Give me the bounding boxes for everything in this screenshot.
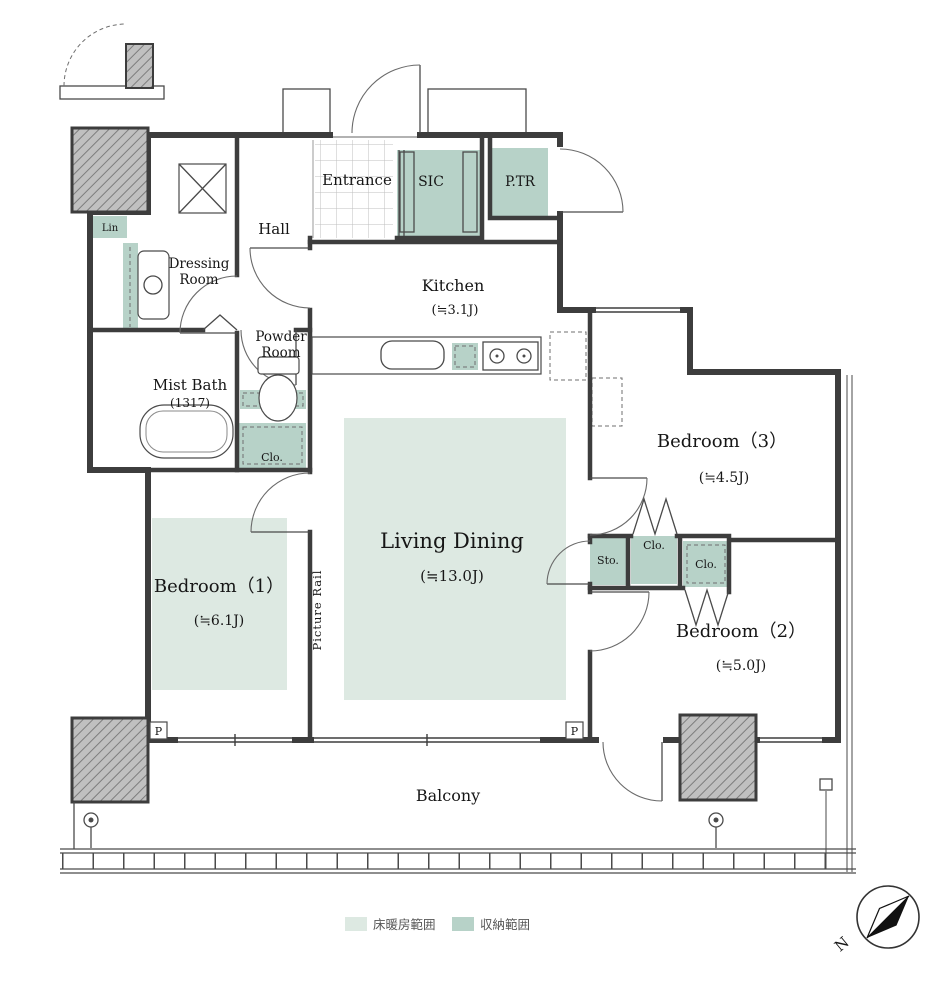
sic-area xyxy=(397,150,480,236)
column-bottom-left xyxy=(70,716,150,804)
ptr-label: P.TR xyxy=(505,174,536,190)
kitchen-storage-area xyxy=(452,343,478,370)
storage-living-label: Sto. xyxy=(597,554,619,567)
legend-floor-heating-swatch xyxy=(345,917,367,931)
bedroom3-door xyxy=(589,477,648,536)
balcony-drain-left xyxy=(83,812,99,848)
legend-floor-heating-label: 床暖房範囲 xyxy=(373,917,436,932)
entrance-label: Entrance xyxy=(322,171,392,189)
balcony-drain-right xyxy=(708,812,724,848)
pipe-space-left-label: P xyxy=(155,725,163,738)
picture-rail-label: Picture Rail xyxy=(310,570,324,651)
dashed-details xyxy=(129,247,726,584)
bedroom3-label: Bedroom（3） xyxy=(657,431,787,452)
bedroom1-size: (≒6.1J) xyxy=(194,613,245,629)
washer-icon xyxy=(178,163,227,214)
closet-hall-label: Clo. xyxy=(261,451,283,464)
closet-bedroom3-bifold-door xyxy=(632,496,678,537)
closet-hall-area xyxy=(239,423,306,468)
pipe-space-right-label: P xyxy=(571,725,579,738)
closet-bedroom2-bifold-door xyxy=(684,587,730,628)
entrance-door xyxy=(351,64,421,134)
floor-heating-living xyxy=(344,418,566,700)
mist-bath-label: Mist Bath xyxy=(153,376,228,394)
pipe-spaces xyxy=(149,721,584,740)
exterior-features xyxy=(59,23,527,138)
living-dining-size: (≒13.0J) xyxy=(420,567,484,585)
floor-heating-bedroom1 xyxy=(152,518,287,690)
ptr-area xyxy=(492,148,548,216)
ptr-door xyxy=(559,148,624,213)
column-top-left xyxy=(70,126,150,214)
bedroom2-door xyxy=(589,591,650,652)
toilet-icon xyxy=(257,356,300,422)
legend-storage-label: 収納範囲 xyxy=(480,917,530,932)
storage-door xyxy=(546,540,591,585)
fixtures xyxy=(137,151,542,459)
powder-room-label-line2: Room xyxy=(261,345,300,361)
compass: N xyxy=(831,885,920,955)
closet-bedroom2-label: Clo. xyxy=(695,558,717,571)
kitchen-counter xyxy=(311,336,542,375)
closet-bedroom2-area xyxy=(683,541,729,587)
labels: Entrance SIC P.TR Hall Lin Dressing Room… xyxy=(102,171,806,805)
entrance-tile xyxy=(315,140,393,238)
dressing-room-door xyxy=(179,275,238,334)
bedroom3-size: (≒4.5J) xyxy=(699,470,750,486)
mist-bath-size: (1317) xyxy=(170,396,210,410)
structural-columns xyxy=(70,126,758,804)
closet-bedroom3-area xyxy=(631,536,677,584)
bedroom2-size: (≒5.0J) xyxy=(716,658,767,674)
storage-living-area xyxy=(590,537,628,585)
bedroom1-label: Bedroom（1） xyxy=(154,576,284,597)
column-bottom-right xyxy=(678,713,758,802)
linen-area xyxy=(93,216,127,238)
sic-shelves xyxy=(399,151,478,233)
bedroom2-label: Bedroom（2） xyxy=(676,621,806,642)
vanity-sink-icon xyxy=(137,250,170,320)
legend: 床暖房範囲 収納範囲 xyxy=(345,917,530,932)
sic-sliding-door xyxy=(398,150,405,236)
doors xyxy=(179,64,730,802)
floor-heating-areas xyxy=(152,418,566,700)
powder-room-label-line1: Powder xyxy=(255,329,307,345)
bedroom1-door xyxy=(250,472,311,533)
compass-north-label: N xyxy=(831,933,853,955)
kitchen-size: (≒3.1J) xyxy=(432,303,479,318)
living-dining-label: Living Dining xyxy=(380,529,524,553)
linen-label: Lin xyxy=(102,223,119,234)
bathtub-icon xyxy=(139,404,234,459)
kitchen-label: Kitchen xyxy=(422,276,485,295)
dressing-room-label-line2: Room xyxy=(179,272,218,288)
compass-needle-white-icon xyxy=(866,895,910,939)
dressing-room-label-line1: Dressing xyxy=(169,256,230,272)
kitchen-sink-icon xyxy=(380,340,445,370)
sic-label: SIC xyxy=(418,174,444,190)
hall-label: Hall xyxy=(258,220,290,238)
balcony-railing xyxy=(60,375,856,874)
closet-bedroom3-label: Clo. xyxy=(643,539,665,552)
bath-folding-door xyxy=(202,314,238,331)
stove-icon xyxy=(482,341,539,371)
legend-storage-swatch xyxy=(452,917,474,931)
window-openings xyxy=(178,147,822,746)
hall-door xyxy=(249,247,311,309)
dressing-cabinet-area xyxy=(123,243,138,330)
balcony-door xyxy=(602,741,663,802)
balcony-label: Balcony xyxy=(416,786,480,805)
